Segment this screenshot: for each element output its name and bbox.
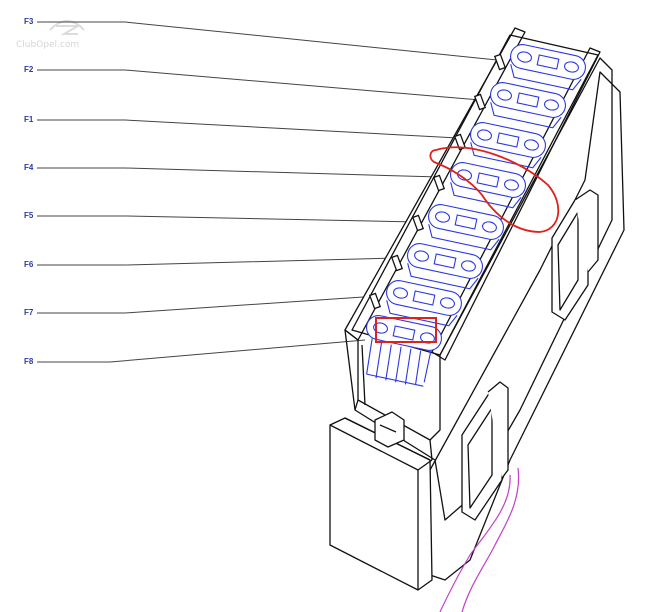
fuse-f3 bbox=[510, 44, 586, 91]
label-f6: F6 bbox=[24, 260, 34, 269]
label-f3: F3 bbox=[24, 17, 34, 26]
watermark-logo-icon bbox=[49, 20, 85, 35]
highlight-f8-box bbox=[375, 317, 437, 343]
leader-f8 bbox=[37, 339, 366, 363]
fuse-f4 bbox=[450, 162, 526, 209]
label-f8: F8 bbox=[24, 357, 34, 366]
label-f4: F4 bbox=[24, 163, 34, 172]
wire-1 bbox=[461, 467, 520, 612]
fuse-f2 bbox=[490, 82, 566, 129]
leader-f5 bbox=[37, 215, 419, 223]
fuse-f5 bbox=[428, 204, 504, 251]
leader-f2 bbox=[37, 69, 481, 101]
leader-lines bbox=[37, 21, 498, 363]
fuse-f7 bbox=[386, 280, 462, 327]
fuses bbox=[366, 44, 586, 387]
leader-f7 bbox=[37, 295, 379, 314]
watermark-text: ClubOpel.com bbox=[16, 40, 80, 50]
label-f7: F7 bbox=[24, 308, 34, 317]
leader-f3 bbox=[37, 21, 498, 61]
label-f2: F2 bbox=[24, 65, 34, 74]
leader-f6 bbox=[37, 257, 399, 266]
fuse-f8 bbox=[366, 315, 442, 387]
wire-2 bbox=[439, 474, 511, 612]
leader-f1 bbox=[37, 119, 459, 139]
fuse-f1 bbox=[470, 122, 546, 169]
fuse-separators bbox=[368, 53, 507, 310]
wires bbox=[439, 467, 520, 612]
leader-f4 bbox=[37, 167, 441, 178]
highlight-f4-circle bbox=[429, 146, 560, 233]
label-f1: F1 bbox=[24, 115, 34, 124]
fuse-f6 bbox=[407, 243, 483, 290]
label-f5: F5 bbox=[24, 211, 34, 220]
